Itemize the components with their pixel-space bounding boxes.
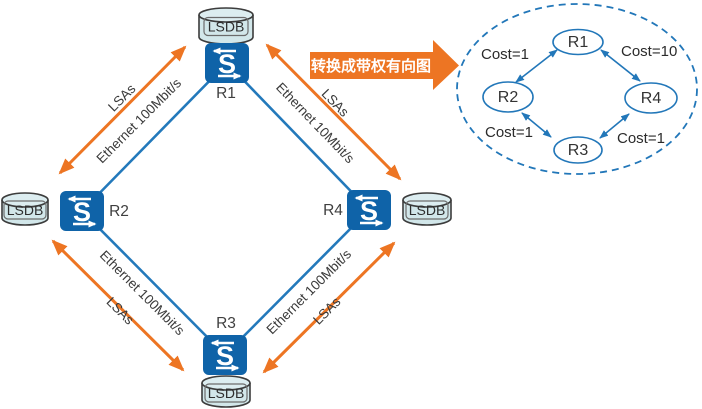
switch-icon-letter: S [360, 196, 378, 226]
lsdb-r3: LSDB [201, 375, 251, 408]
lsdb-r1: LSDB [198, 7, 254, 45]
graph-edge-r1-r4 [600, 49, 641, 82]
router-r1: S R1 [205, 43, 249, 102]
graph-node-r2: R2 [482, 81, 534, 113]
router-r2-label: R2 [109, 203, 129, 220]
graph-node-ellipse [482, 81, 534, 113]
banner-arrow-icon [310, 40, 459, 90]
lsdb-label: LSDB [208, 385, 245, 401]
graph-node-r2-label: R2 [498, 89, 519, 106]
switch-icon-letter: S [73, 197, 91, 227]
lsdb-cylinder-top [402, 192, 452, 208]
graph-node-r1-label: R1 [568, 34, 589, 51]
lsa-arrows [51, 43, 402, 374]
graph-edge-r2-r3 [521, 112, 552, 138]
lsa-arrow-r1-r2 [58, 45, 187, 175]
switch-icon-letter: S [218, 49, 236, 79]
ethernet-label-r2-r3: Ethernet 100Mbit/s [97, 247, 188, 338]
cost-label-r1-r4: Cost=10 [621, 43, 677, 60]
lsdb-r4: LSDB [402, 192, 452, 226]
graph-node-r3: R3 [553, 136, 603, 164]
graph-node-r1: R1 [552, 28, 604, 56]
lsdb-label-box [3, 200, 47, 220]
graph-node-r4: R4 [624, 82, 678, 114]
router-r2: S R2 [60, 191, 129, 231]
lsa-label-r2-r3: LSAs [103, 294, 137, 328]
lsa-arrow-r3-r4 [262, 241, 396, 374]
graph-boundary-ellipse [456, 3, 698, 175]
lsdb-r2: LSDB [1, 192, 49, 226]
lsa-arrow-r2-r3 [51, 239, 185, 372]
router-r3: S R3 [203, 315, 247, 375]
lsdb-label-box [204, 383, 248, 403]
weighted-graph: R1 R2 R4 R3 Cost=1 Cost=10 Cost=1 Cost=1 [456, 3, 698, 175]
ethernet-label-r3-r4: Ethernet 100Mbit/s [263, 246, 354, 337]
router-r4: S R4 [323, 190, 391, 230]
lsdb-cylinder-top [201, 375, 251, 391]
banner-label: 转换成带权有向图 [311, 57, 431, 75]
switch-icon-letter: S [216, 341, 234, 371]
graph-edge-r3-r4 [599, 113, 630, 139]
lsa-arrow-r1-r4 [265, 43, 402, 181]
router-r3-label: R3 [216, 315, 236, 332]
lsdb-label-box [405, 200, 449, 220]
lsdb-label-box [203, 16, 249, 37]
cost-label-r3-r4: Cost=1 [617, 130, 665, 147]
link-r2-r3 [81, 210, 226, 356]
cost-label-r2-r3: Cost=1 [485, 124, 533, 141]
lsdb-label: LSDB [208, 19, 245, 35]
graph-node-r4-label: R4 [641, 90, 662, 107]
router-r1-label: R1 [216, 85, 236, 102]
graph-node-r3-label: R3 [568, 142, 589, 159]
graph-node-ellipse [552, 28, 604, 56]
link-r1-r2 [81, 62, 228, 212]
graph-node-ellipse [624, 82, 678, 114]
lsdb-label: LSDB [7, 202, 44, 218]
lsdb-cylinder-top [198, 7, 254, 23]
transform-banner: 转换成带权有向图 [310, 40, 459, 90]
router-r4-label: R4 [323, 202, 343, 219]
link-labels: Ethernet 100Mbit/s LSAs Ethernet 10Mbit/… [93, 75, 357, 338]
link-r1-r4 [226, 62, 370, 211]
link-r3-r4 [224, 209, 370, 356]
lsdb-cylinder-top [1, 192, 49, 208]
graph-node-ellipse [553, 136, 603, 164]
graph-edge-r1-r2 [515, 49, 558, 83]
lsdb-label: LSDB [409, 202, 446, 218]
cost-label-r1-r2: Cost=1 [481, 46, 529, 63]
